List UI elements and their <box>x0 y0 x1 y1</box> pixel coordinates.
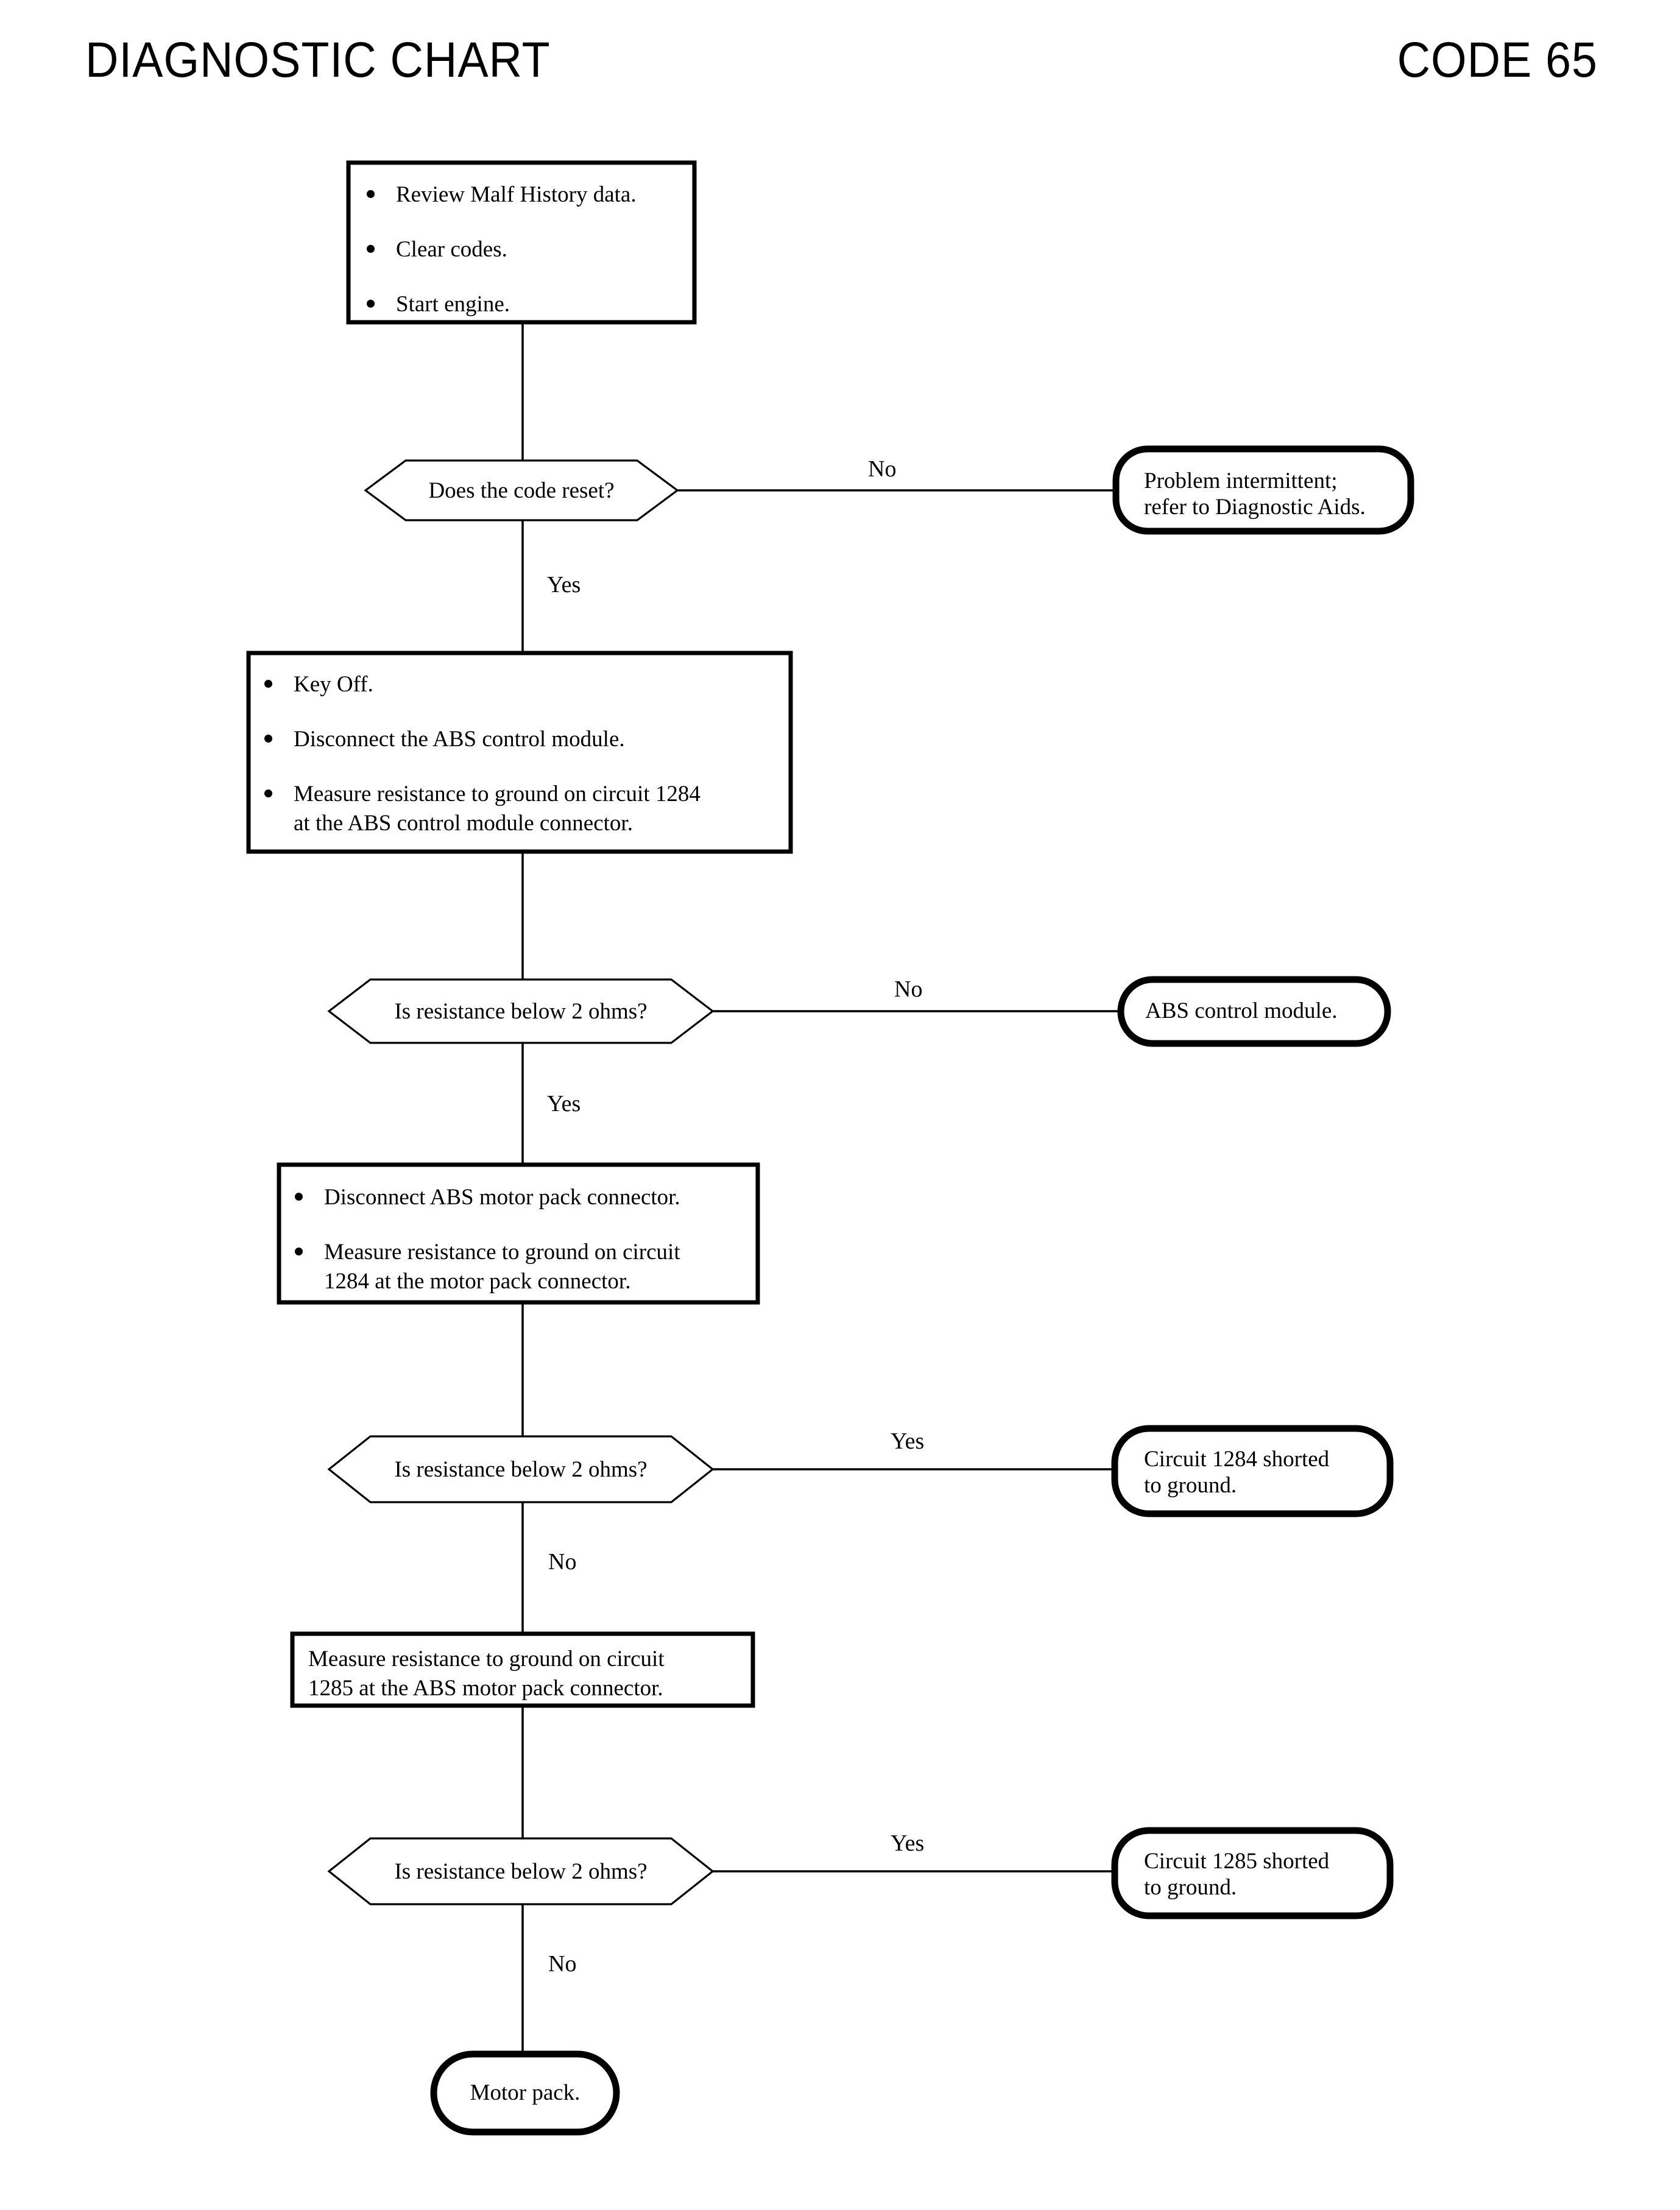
decision-hexagon-4 <box>327 1837 715 1905</box>
terminal-line: Circuit 1284 shorted <box>1144 1447 1330 1472</box>
bullet-text: Review Malf History data. <box>396 182 637 207</box>
list-item: Disconnect the ABS control module. <box>259 725 783 754</box>
branch-label-d2-yes: Yes <box>547 1091 581 1117</box>
bullet-text: Disconnect the ABS control module. <box>294 727 625 752</box>
process-line: 1285 at the ABS motor pack connector. <box>308 1676 663 1701</box>
bullet-dot-icon <box>367 245 375 253</box>
bullet-text: Key Off. <box>294 672 373 697</box>
process-box-step2-text: Key Off. Disconnect the ABS control modu… <box>259 670 783 838</box>
list-item: Measure resistance to ground on circuit … <box>290 1238 753 1296</box>
bullet-text: Clear codes. <box>396 237 507 263</box>
terminal-line: Problem intermittent; <box>1144 468 1338 493</box>
code-label: CODE 65 <box>1397 32 1598 88</box>
process-box-step4 <box>290 1631 755 1708</box>
list-item: Key Off. <box>259 670 783 699</box>
bullet-dot-icon <box>367 190 375 199</box>
terminal-line: to ground. <box>1144 1875 1237 1900</box>
decision-2-label: Is resistance below 2 ohms? <box>394 999 648 1024</box>
branch-label-d2-no: No <box>894 976 923 1002</box>
branch-label-d3-yes: Yes <box>891 1428 925 1454</box>
terminal-shape-1 <box>1112 445 1414 535</box>
terminal-line: refer to Diagnostic Aids. <box>1144 495 1366 520</box>
bullet-dot-icon <box>264 789 272 798</box>
bullet-text: Measure resistance to ground on circuit <box>324 1240 680 1265</box>
bullet-dot-icon <box>367 300 375 308</box>
process-line: Measure resistance to ground on circuit <box>308 1647 665 1672</box>
terminal-3-text: Circuit 1284 shorted to ground. <box>1144 1446 1329 1499</box>
branch-label-d1-no: No <box>868 456 897 482</box>
page-title: DIAGNOSTIC CHART <box>85 32 551 88</box>
bullet-dot-icon <box>295 1248 303 1256</box>
terminal-1-text: Problem intermittent; refer to Diagnosti… <box>1144 468 1366 520</box>
decision-hexagon-2 <box>327 978 715 1044</box>
branch-label-d4-yes: Yes <box>891 1830 925 1856</box>
list-item: Review Malf History data. <box>362 180 691 210</box>
process-box-step3-text: Disconnect ABS motor pack connector. Mea… <box>290 1183 753 1296</box>
bullet-text: Measure resistance to ground on circuit … <box>294 782 701 807</box>
process-box-step1 <box>346 160 697 325</box>
bullet-text: Disconnect ABS motor pack connector. <box>324 1185 680 1210</box>
terminal-shape-4 <box>1111 1827 1394 1919</box>
bullet-text: Start engine. <box>396 292 510 317</box>
terminal-5-text: Motor pack. <box>434 2080 616 2106</box>
bullet-dot-icon <box>295 1193 303 1201</box>
process-box-step1-text: Review Malf History data. Clear codes. S… <box>362 180 691 319</box>
terminal-line: Circuit 1285 shorted <box>1144 1849 1330 1874</box>
bullet-dot-icon <box>264 735 272 743</box>
process-box-step2 <box>246 651 793 854</box>
terminal-shape-2 <box>1117 976 1391 1047</box>
branch-label-d1-yes: Yes <box>547 572 581 598</box>
terminal-shape-3 <box>1111 1425 1394 1517</box>
list-item: Start engine. <box>362 290 691 319</box>
branch-label-d3-no: No <box>548 1549 577 1575</box>
decision-4-label: Is resistance below 2 ohms? <box>394 1859 648 1884</box>
decision-3-label: Is resistance below 2 ohms? <box>394 1457 648 1482</box>
process-box-step4-text: Measure resistance to ground on circuit … <box>308 1645 744 1703</box>
list-item: Disconnect ABS motor pack connector. <box>290 1183 753 1212</box>
list-item: Measure resistance to ground on circuit … <box>259 780 783 838</box>
bullet-list: Disconnect ABS motor pack connector. Mea… <box>290 1183 753 1296</box>
terminal-line: to ground. <box>1144 1473 1237 1498</box>
bullet-dot-icon <box>264 680 272 688</box>
branch-label-d4-no: No <box>548 1951 577 1977</box>
bullet-list: Key Off. Disconnect the ABS control modu… <box>259 670 783 838</box>
bullet-text-cont: 1284 at the motor pack connector. <box>324 1269 631 1294</box>
list-item: Clear codes. <box>362 235 691 264</box>
decision-hexagon-1 <box>364 459 679 521</box>
bullet-text-cont: at the ABS control module connector. <box>294 811 633 836</box>
process-box-step3 <box>277 1162 760 1305</box>
terminal-2-text: ABS control module. <box>1145 998 1338 1024</box>
decision-hexagon-3 <box>327 1435 715 1503</box>
decision-1-label: Does the code reset? <box>428 478 615 503</box>
terminal-line: Motor pack. <box>470 2080 581 2105</box>
bullet-list: Review Malf History data. Clear codes. S… <box>362 180 691 319</box>
terminal-shape-5 <box>430 2050 620 2136</box>
terminal-line: ABS control module. <box>1145 998 1338 1023</box>
terminal-4-text: Circuit 1285 shorted to ground. <box>1144 1848 1329 1901</box>
